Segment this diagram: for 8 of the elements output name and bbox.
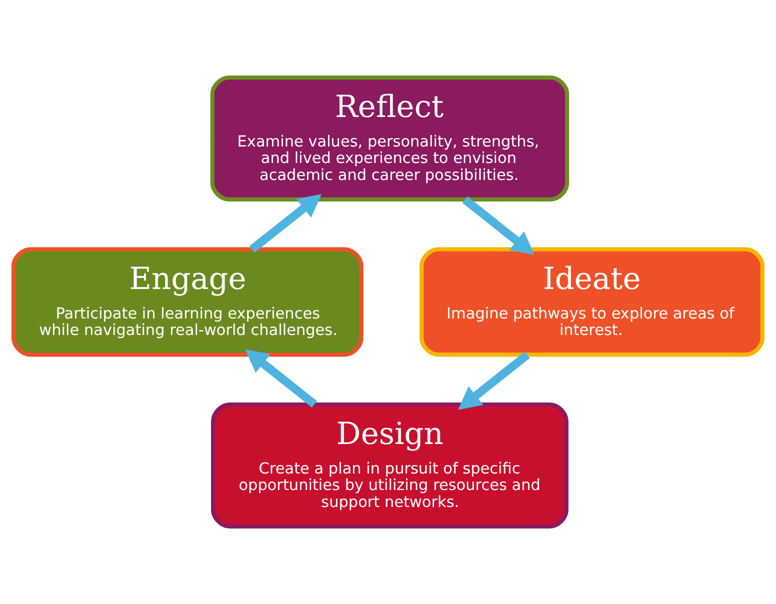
- node-box: Reflect Examine values, personality, strengths, and lived experiences to envision academic and career possibilities.: [210, 75, 570, 202]
- node-box: Ideate Imagine pathways to explore areas of interest.: [420, 247, 765, 357]
- node-box: Design Create a plan in pursuit of specific opportunities by utilizing resources and support networks.: [211, 402, 568, 529]
- arrow: [462, 196, 534, 255]
- arrow: [458, 352, 530, 410]
- arrow: [245, 349, 317, 408]
- arrow: [249, 194, 322, 253]
- node-box: Engage Participate in learning experiences while navigating real-world challenges.: [11, 247, 364, 357]
